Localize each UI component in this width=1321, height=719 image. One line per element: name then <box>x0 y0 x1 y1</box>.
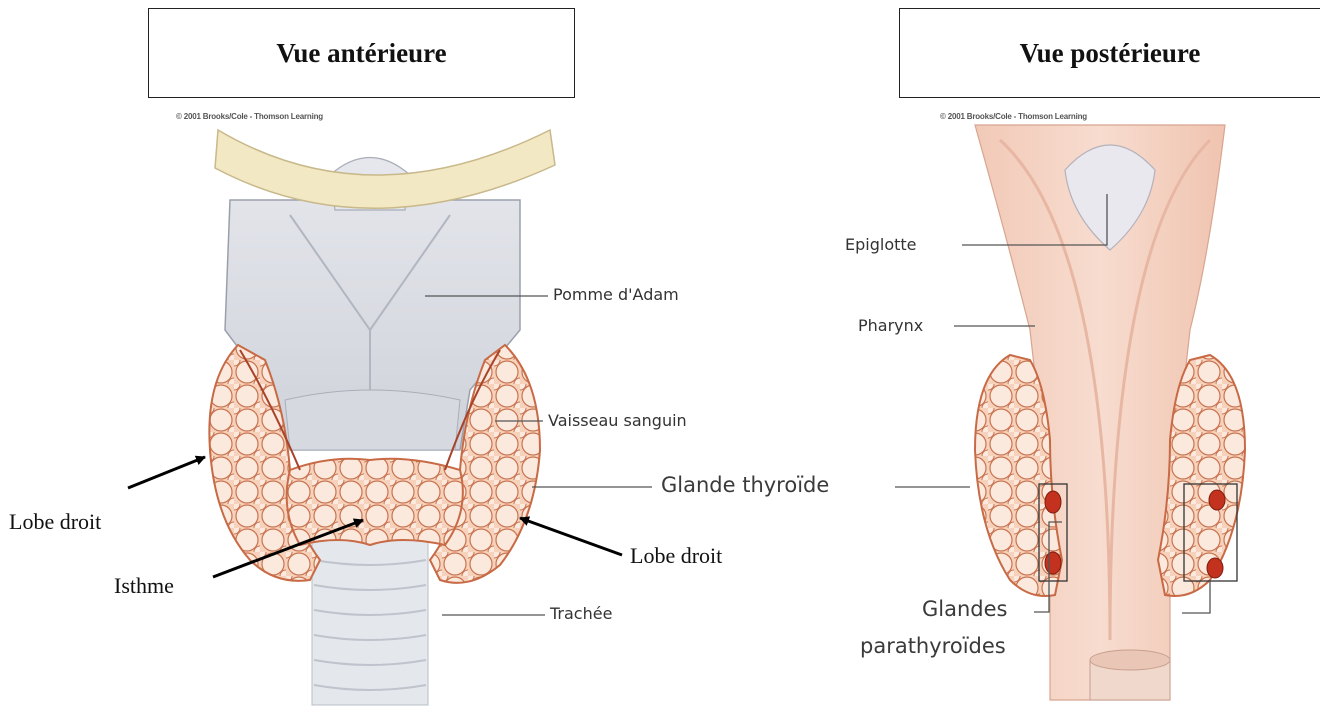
label-vaisseau-sanguin: Vaisseau sanguin <box>548 411 687 430</box>
label-pharynx: Pharynx <box>858 316 923 335</box>
label-pomme-adam: Pomme d'Adam <box>553 285 679 304</box>
arrow-lobe-droit-right <box>520 518 622 555</box>
label-parathyroides: parathyroïdes <box>860 634 1006 658</box>
label-epiglotte: Epiglotte <box>845 235 917 254</box>
label-lobe-droit-right: Lobe droit <box>630 543 722 569</box>
anterior-illustration <box>209 130 555 705</box>
label-trachee: Trachée <box>550 604 612 623</box>
arrow-lobe-droit-left <box>128 457 205 488</box>
anterior-trachea <box>312 525 428 705</box>
anterior-isthmus <box>287 459 463 545</box>
label-glandes: Glandes <box>922 597 1007 621</box>
label-glande-thyroide: Glande thyroïde <box>661 473 829 497</box>
posterior-illustration <box>975 125 1245 700</box>
label-lobe-droit-left: Lobe droit <box>9 509 101 535</box>
label-isthme: Isthme <box>114 573 174 599</box>
